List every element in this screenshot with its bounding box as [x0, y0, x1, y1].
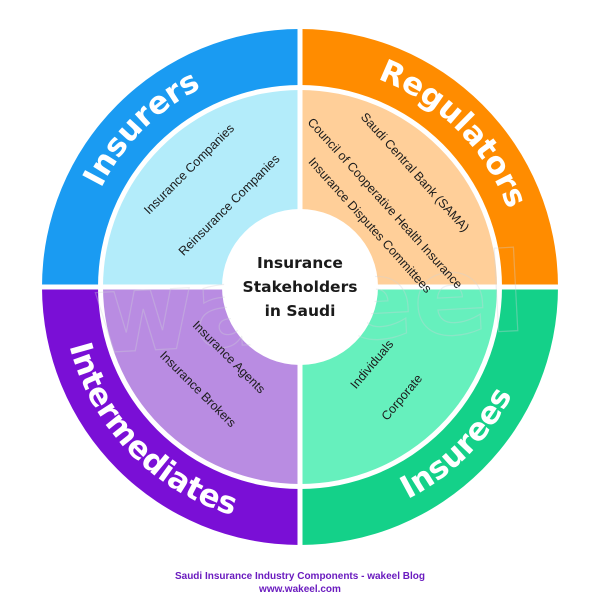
- center-title-line: in Saudi: [265, 302, 336, 320]
- center-title-line: Stakeholders: [243, 278, 358, 296]
- center-title-line: Insurance: [257, 254, 343, 272]
- footer-url: www.wakeel.com: [259, 584, 341, 595]
- center-circle: [224, 211, 376, 363]
- footer-caption: Saudi Insurance Industry Components - wa…: [174, 571, 426, 582]
- intermediates-inner-segment: [103, 287, 300, 484]
- insurers-outer-segment: [42, 29, 300, 287]
- insurees-outer-segment: [300, 287, 558, 545]
- intermediates-outer-segment: [42, 287, 300, 545]
- insurees-inner-segment: [300, 287, 497, 484]
- regulators-inner-segment: [300, 90, 497, 287]
- insurers-inner-segment: [103, 90, 300, 287]
- regulators-outer-segment: [300, 29, 558, 287]
